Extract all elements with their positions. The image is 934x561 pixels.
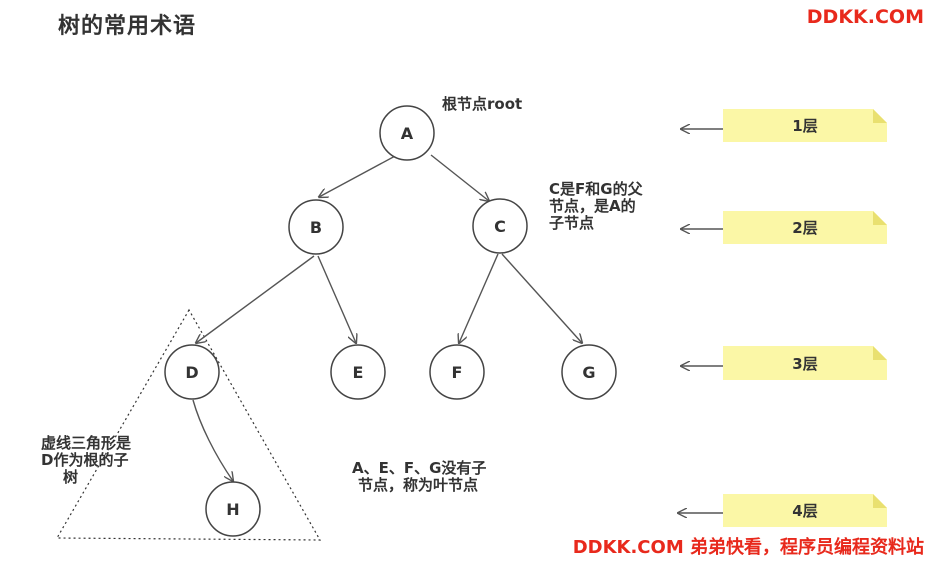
parent-note-line-1: C是F和G的父 <box>549 180 643 198</box>
node-b-label: B <box>310 218 322 237</box>
node-g: G <box>561 344 617 400</box>
parent-note: C是F和G的父 节点，是A的 子节点 <box>549 181 643 232</box>
level-sticky-fold-3 <box>873 346 887 360</box>
node-f-label: F <box>452 363 463 382</box>
node-e: E <box>330 344 386 400</box>
root-note-text: 根节点root <box>442 95 523 113</box>
node-a-label: A <box>401 124 414 143</box>
level-sticky-3 <box>723 346 887 380</box>
level-sticky-2 <box>723 211 887 244</box>
node-d-label: D <box>185 363 198 382</box>
root-note: 根节点root <box>442 96 522 113</box>
node-h: H <box>205 481 261 537</box>
subtree-note: 虚线三角形是 D作为根的子 树 <box>41 435 131 486</box>
node-d: D <box>164 344 220 400</box>
edge-d-h <box>192 399 233 481</box>
leaves-note: A、E、F、G没有子 节点，称为叶节点 <box>352 460 486 494</box>
level-label-3: 3层 <box>792 355 817 373</box>
node-a: A <box>379 105 435 161</box>
level-sticky-fold-4 <box>873 494 887 508</box>
node-f: F <box>429 344 485 400</box>
leaves-note-line-1: A、E、F、G没有子 <box>352 459 487 477</box>
node-b: B <box>288 199 344 255</box>
page-title: 树的常用术语 <box>58 14 197 39</box>
edge-a-c <box>430 154 489 201</box>
edge-b-e <box>317 255 356 343</box>
level-sticky-1 <box>723 109 887 142</box>
node-c-label: C <box>494 217 506 236</box>
subtree-note-line-3: 树 <box>63 468 79 486</box>
subtree-note-line-1: 虚线三角形是 <box>41 434 132 452</box>
level-sticky-4 <box>723 494 887 527</box>
edge-c-g <box>501 253 582 343</box>
brand-logo-text: DDKK.COM <box>806 6 924 28</box>
level-label-4: 4层 <box>792 502 817 520</box>
edge-c-f <box>459 253 499 343</box>
parent-note-line-3: 子节点 <box>549 214 595 232</box>
level-sticky-fold-1 <box>873 109 887 123</box>
node-c: C <box>472 198 528 254</box>
subtree-triangle <box>55 308 322 541</box>
node-e-label: E <box>353 363 364 382</box>
footer-banner: DDKK.COM 弟弟快看，程序员编程资料站 <box>572 537 924 558</box>
level-marker-4: 4层 <box>678 494 887 527</box>
level-marker-1: 1层 <box>681 109 887 142</box>
subtree-note-line-2: D作为根的子 <box>41 451 129 469</box>
edge-a-b <box>319 154 398 197</box>
level-label-1: 1层 <box>792 117 817 135</box>
parent-note-line-2: 节点，是A的 <box>549 197 636 215</box>
level-marker-3: 3层 <box>681 346 887 380</box>
level-sticky-fold-2 <box>873 211 887 225</box>
node-g-label: G <box>582 363 595 382</box>
leaves-note-line-2: 节点，称为叶节点 <box>358 476 479 494</box>
node-h-label: H <box>226 500 239 519</box>
edge-b-d <box>196 255 315 343</box>
level-label-2: 2层 <box>792 219 817 237</box>
level-marker-2: 2层 <box>681 211 887 244</box>
